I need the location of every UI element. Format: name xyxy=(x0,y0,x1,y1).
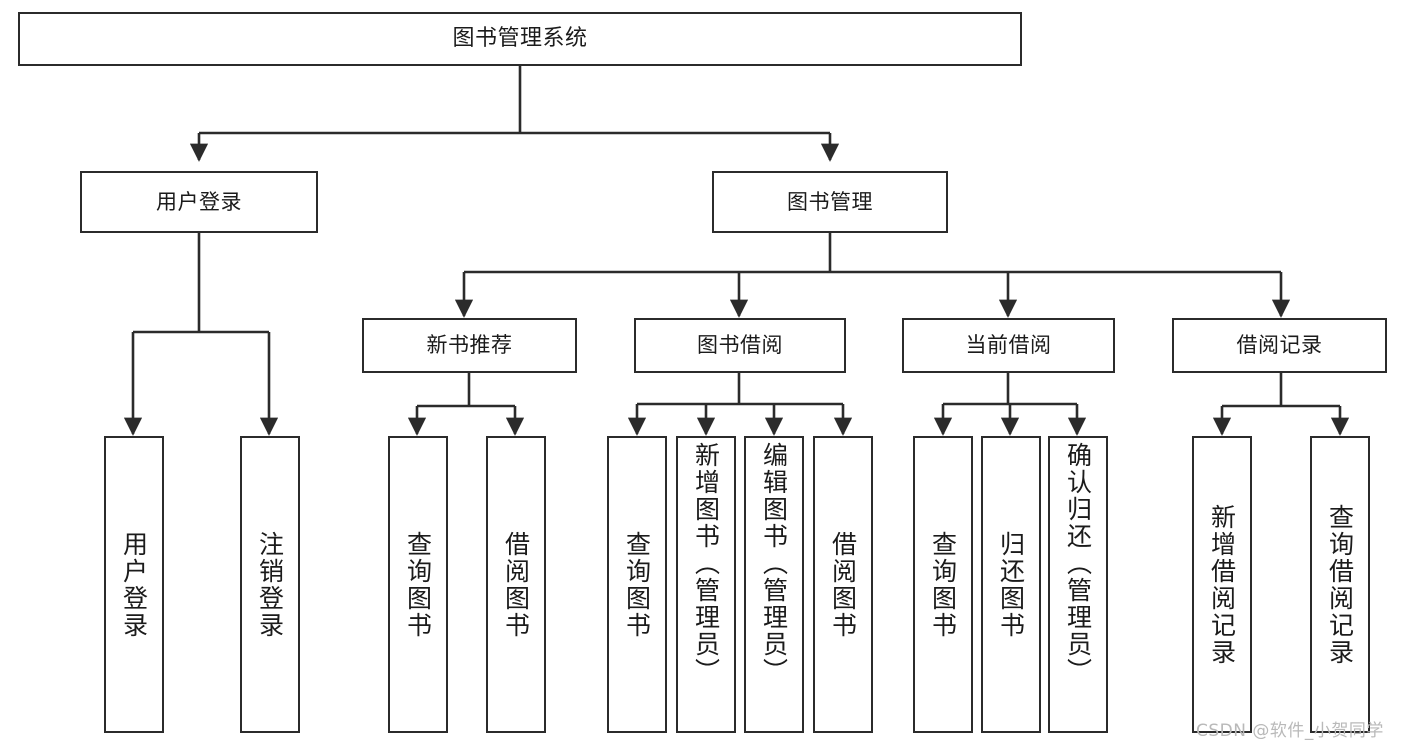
node-label: 新书推荐 xyxy=(426,333,513,358)
node-label: 新增图书（管理员） xyxy=(691,442,721,685)
node-borrow-record[interactable]: 借阅记录 xyxy=(1172,318,1387,373)
leaf-query-book-borrow[interactable]: 查询图书 xyxy=(607,436,667,733)
node-label: 图书管理系统 xyxy=(452,26,588,52)
node-label: 查询图书 xyxy=(928,530,958,639)
node-new-book-recommend[interactable]: 新书推荐 xyxy=(362,318,577,373)
node-label: 用户登录 xyxy=(156,189,242,214)
node-label: 图书借阅 xyxy=(697,333,783,358)
node-label: 借阅图书 xyxy=(828,530,858,639)
node-user-login[interactable]: 用户登录 xyxy=(80,171,318,233)
node-label: 新增借阅记录 xyxy=(1207,503,1237,666)
leaf-add-book-admin[interactable]: 新增图书（管理员） xyxy=(676,436,736,733)
node-label: 图书管理 xyxy=(787,189,873,214)
leaf-query-borrow-record[interactable]: 查询借阅记录 xyxy=(1310,436,1370,733)
leaf-return-book[interactable]: 归还图书 xyxy=(981,436,1041,733)
node-label: 当前借阅 xyxy=(965,333,1052,358)
node-label: 查询图书 xyxy=(622,530,652,639)
leaf-confirm-return-admin[interactable]: 确认归还（管理员） xyxy=(1048,436,1108,733)
node-label: 确认归还（管理员） xyxy=(1063,442,1093,685)
leaf-logout-login[interactable]: 注销登录 xyxy=(240,436,300,733)
node-label: 用户登录 xyxy=(119,530,149,639)
leaf-query-book-recommend[interactable]: 查询图书 xyxy=(388,436,448,733)
node-label: 归还图书 xyxy=(996,530,1026,639)
node-label: 查询图书 xyxy=(403,530,433,639)
leaf-borrow-book[interactable]: 借阅图书 xyxy=(813,436,873,733)
node-label: 借阅记录 xyxy=(1236,333,1323,358)
node-book-borrow[interactable]: 图书借阅 xyxy=(634,318,846,373)
leaf-add-borrow-record[interactable]: 新增借阅记录 xyxy=(1192,436,1252,733)
leaf-edit-book-admin[interactable]: 编辑图书（管理员） xyxy=(744,436,804,733)
node-label: 查询借阅记录 xyxy=(1325,503,1355,666)
leaf-borrow-book-recommend[interactable]: 借阅图书 xyxy=(486,436,546,733)
node-label: 注销登录 xyxy=(255,530,285,639)
node-book-management[interactable]: 图书管理 xyxy=(712,171,948,233)
node-root-system[interactable]: 图书管理系统 xyxy=(18,12,1022,66)
leaf-user-login[interactable]: 用户登录 xyxy=(104,436,164,733)
leaf-query-book-current[interactable]: 查询图书 xyxy=(913,436,973,733)
node-label: 编辑图书（管理员） xyxy=(759,442,789,685)
node-current-borrow[interactable]: 当前借阅 xyxy=(902,318,1115,373)
node-label: 借阅图书 xyxy=(501,530,531,639)
watermark: CSDN @软件_小贺同学 xyxy=(1196,721,1384,741)
